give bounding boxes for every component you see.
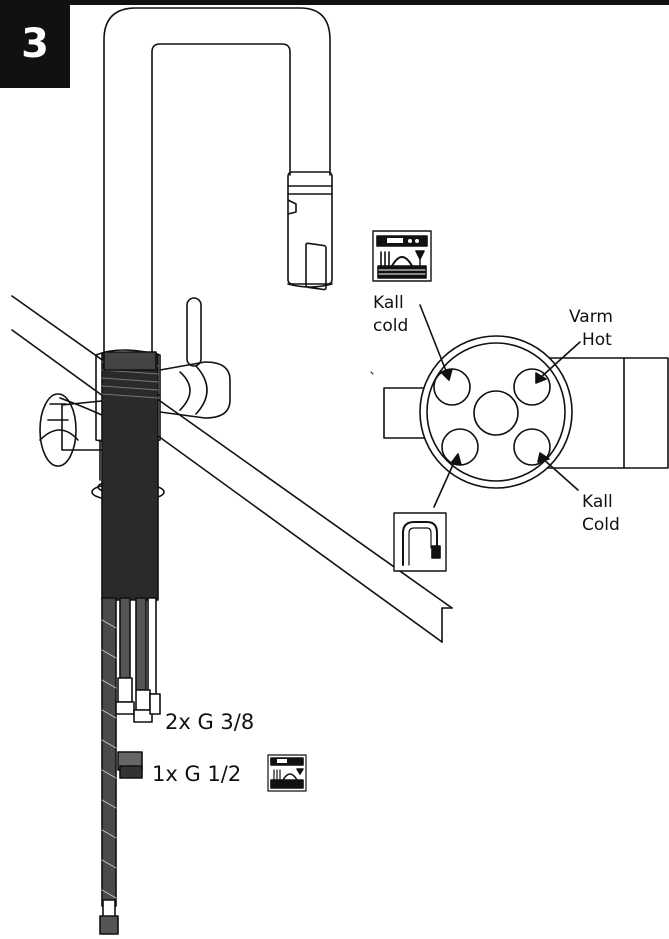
- port-cold-right: [513, 428, 551, 466]
- dishwasher-icon: [372, 230, 432, 282]
- top-rule: [0, 0, 669, 5]
- faucet-illustration: [39, 7, 333, 502]
- dishwasher-icon-small: [267, 754, 307, 792]
- connection-detail: [370, 304, 669, 508]
- tap-icon: [393, 512, 447, 572]
- label-hot-1: Varm: [569, 307, 613, 327]
- port-hot: [513, 368, 551, 406]
- label-hot-2: Hot: [582, 330, 612, 350]
- label-cold-right-2: Cold: [582, 515, 620, 535]
- label-cold-left-2: cold: [373, 316, 409, 336]
- label-cold-right-1: Kall: [582, 492, 613, 512]
- countertop: [11, 295, 453, 643]
- step-number-badge: 3: [0, 0, 70, 88]
- hose-spec-1-2: 1x G 1/2: [152, 762, 242, 786]
- under-sink-hoses: [99, 351, 161, 935]
- label-cold-left-1: Kall: [373, 293, 404, 313]
- hose-spec-3-8: 2x G 3/8: [165, 710, 255, 734]
- center-outlet: [473, 390, 519, 436]
